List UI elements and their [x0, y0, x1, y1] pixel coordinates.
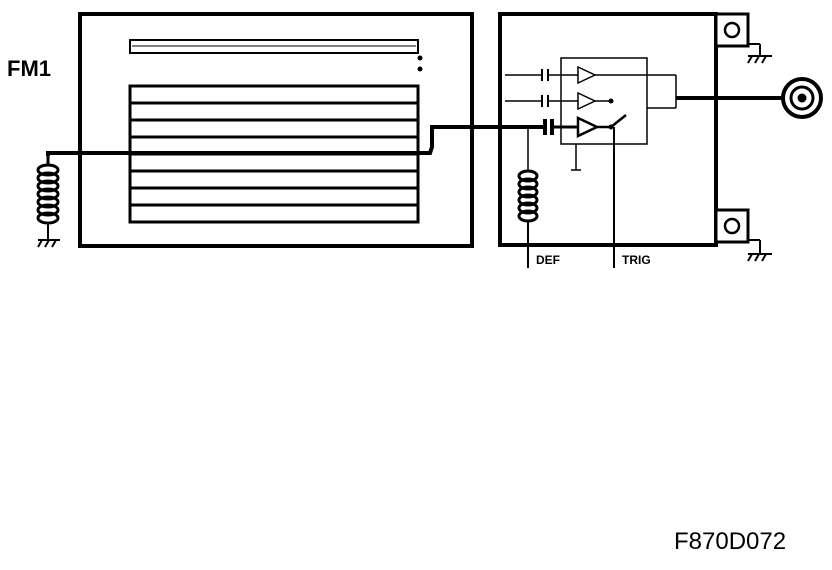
amplifier-1-icon: [577, 65, 612, 85]
capacitor-3: [543, 119, 554, 135]
fm1-module-box: [78, 12, 474, 248]
capacitor-2: [541, 95, 549, 107]
def-coil: [517, 127, 539, 268]
bottom-mount-tab: [714, 208, 750, 244]
input-lines: [505, 74, 578, 129]
def-label: DEF: [536, 253, 560, 267]
reference-code: F870D072: [674, 528, 786, 555]
module-label: FM1: [7, 56, 51, 81]
left-ground-icon: [37, 239, 60, 248]
capacitor-1: [541, 69, 549, 81]
top-ground-icon: [747, 43, 772, 64]
heater-grid: [128, 84, 420, 224]
ic-ground-stub: [571, 144, 581, 171]
bottom-ground-icon: [747, 239, 772, 262]
output-wire: [612, 74, 786, 109]
left-coil: [36, 156, 60, 240]
selector-switch-arm: [610, 114, 627, 128]
main-signal-wire: [46, 125, 544, 156]
amplifier-module-box: [498, 12, 718, 247]
trig-label: TRIG: [622, 253, 651, 267]
top-mount-tab: [714, 12, 750, 48]
amplifier-3-icon: [576, 116, 614, 138]
amplifier-2-icon: [577, 91, 614, 111]
coax-connector-icon: [781, 77, 823, 119]
top-strip: [129, 39, 423, 72]
